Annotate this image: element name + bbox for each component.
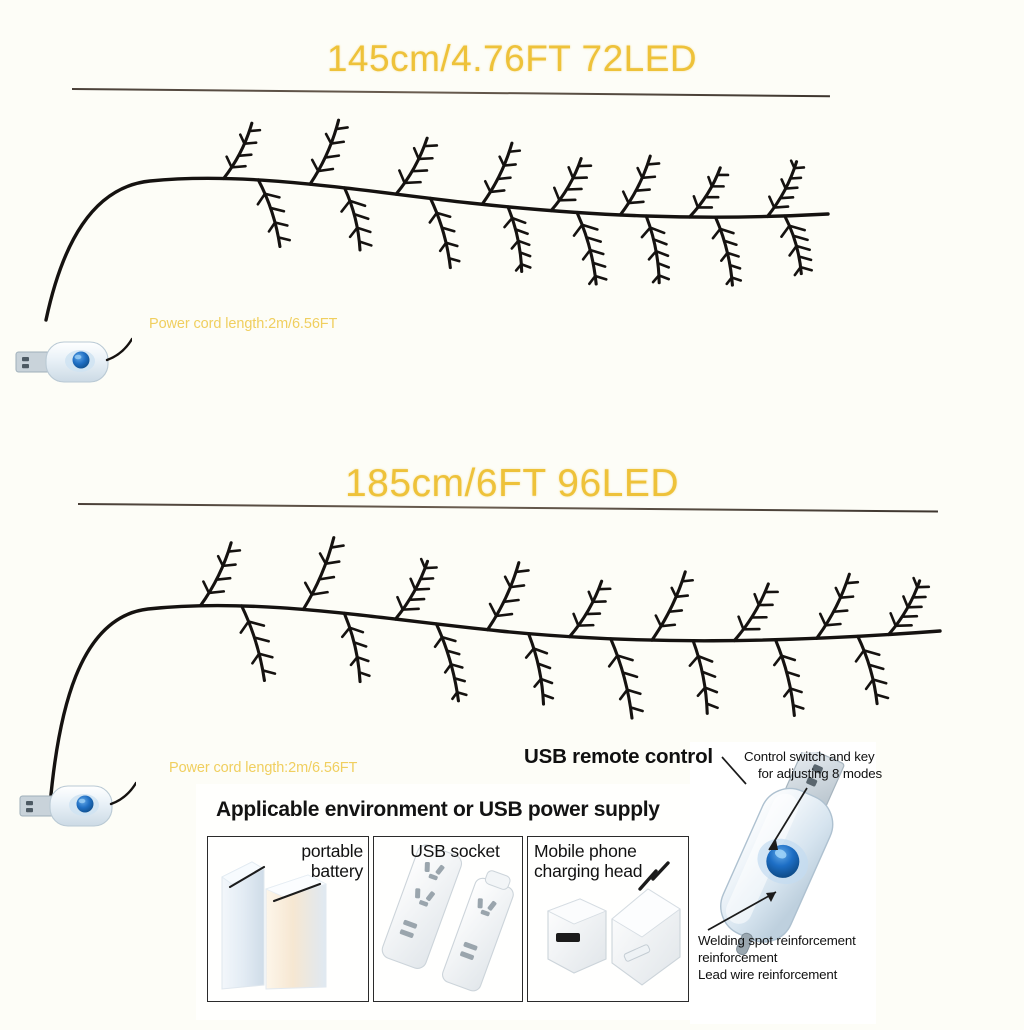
product-box-usb-socket: USB socket (373, 836, 523, 1002)
caption-portable-battery: portable battery (281, 841, 363, 881)
usb-controller-dongle-1 (15, 337, 132, 383)
cord-length-label-1: Power cord length:2m/6.56FT (149, 316, 338, 332)
caption-line-1: USB socket (410, 841, 500, 861)
portable-battery-illustration (221, 861, 328, 990)
usb-remote-control-heading: USB remote control (524, 745, 713, 768)
applicable-environment-heading: Applicable environment or USB power supp… (216, 798, 660, 821)
annotation-control-switch: Control switch and key for adjusting 8 m… (744, 748, 882, 782)
caption-line-2: charging head (534, 860, 643, 881)
annotation-line-1: Control switch and key (744, 749, 875, 764)
vine-light-string-96led (48, 536, 942, 807)
caption-charging-head: Mobile phone charging head (534, 841, 684, 881)
annotation-line-2: for adjusting 8 modes (758, 766, 882, 782)
annotation-line-2: reinforcement (698, 950, 778, 966)
annotation-line-3: Lead wire reinforcement (698, 967, 838, 983)
product-box-portable-battery: portable battery (207, 836, 369, 1002)
vine-light-string-72led (44, 118, 830, 322)
usb-socket-illustration (381, 844, 514, 992)
section-title-185cm: 185cm/6FT 96LED (344, 462, 680, 505)
usb-controller-dongle-2 (19, 781, 136, 827)
caption-line-1: Mobile phone (534, 841, 637, 861)
annotation-reinforcement: Welding spot reinforcement reinforcement… (698, 932, 856, 983)
caption-usb-socket: USB socket (390, 841, 520, 862)
caption-line-1: portable (301, 841, 363, 861)
cord-length-label-2: Power cord length:2m/6.56FT (169, 760, 358, 776)
section-title-145cm: 145cm/4.76FT 72LED (326, 38, 698, 79)
caption-line-2: battery (310, 860, 363, 881)
annotation-leader-lines (707, 756, 808, 931)
product-box-charging-head: Mobile phone charging head (527, 836, 689, 1002)
usb-remote-control-illustration (720, 752, 845, 956)
annotation-line-1: Welding spot reinforcement (698, 933, 856, 948)
charging-head-illustration (546, 861, 681, 986)
